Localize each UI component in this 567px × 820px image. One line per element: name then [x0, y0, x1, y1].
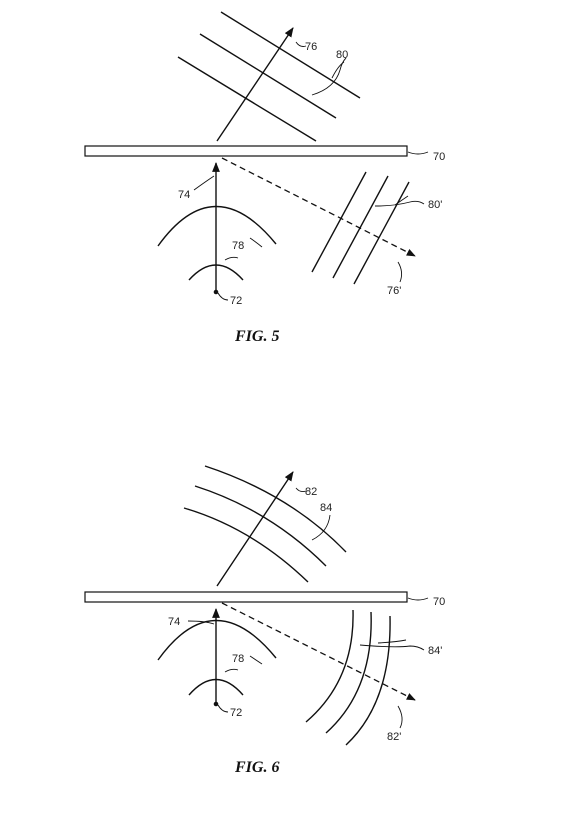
- reflected-ray-82-prime: [221, 602, 416, 701]
- point-source-72: [213, 701, 219, 707]
- label-76-prime: 76': [387, 285, 401, 297]
- outer-wavefront-78: [157, 205, 277, 247]
- reflected-spherical-waves-84-prime: [305, 609, 391, 746]
- label-74: 74: [168, 616, 180, 628]
- plate-70: [84, 591, 408, 603]
- reflected-ray-76-prime: [221, 157, 416, 257]
- label-82-prime: 82': [387, 731, 401, 743]
- leader-lines-fig6: [187, 487, 429, 729]
- leader-lines-fig5: [193, 41, 429, 301]
- caption-fig-6: FIG. 6: [234, 759, 279, 776]
- reflected-plane-waves-80-prime: [311, 171, 410, 285]
- figure-5: 70 76 80 74 78 72 80' 76' FIG. 5: [84, 11, 445, 345]
- label-74: 74: [178, 189, 190, 201]
- label-84: 84: [320, 502, 332, 514]
- transmitted-ray-82: [216, 471, 294, 587]
- inner-wavefront-78: [188, 678, 244, 696]
- figure-6: 70 82 84 74 78 72 84' 82' FIG. 6: [84, 465, 445, 776]
- transmitted-spherical-waves-84: [183, 465, 347, 583]
- inner-wavefront-78: [188, 264, 244, 281]
- label-70: 70: [433, 596, 445, 608]
- outer-wavefront-78: [157, 619, 277, 661]
- label-84-prime: 84': [428, 645, 442, 657]
- label-78: 78: [232, 653, 244, 665]
- label-82: 82: [305, 486, 317, 498]
- label-80: 80: [336, 49, 348, 61]
- plate-70: [84, 145, 408, 157]
- label-80-prime: 80': [428, 199, 442, 211]
- label-70: 70: [433, 151, 445, 163]
- label-72: 72: [230, 707, 242, 719]
- label-78: 78: [232, 240, 244, 252]
- point-source-72: [213, 289, 219, 295]
- transmitted-ray-76: [216, 27, 294, 142]
- label-76: 76: [305, 41, 317, 53]
- label-72: 72: [230, 295, 242, 307]
- caption-fig-5: FIG. 5: [234, 328, 279, 345]
- transmitted-plane-waves-80: [177, 11, 361, 142]
